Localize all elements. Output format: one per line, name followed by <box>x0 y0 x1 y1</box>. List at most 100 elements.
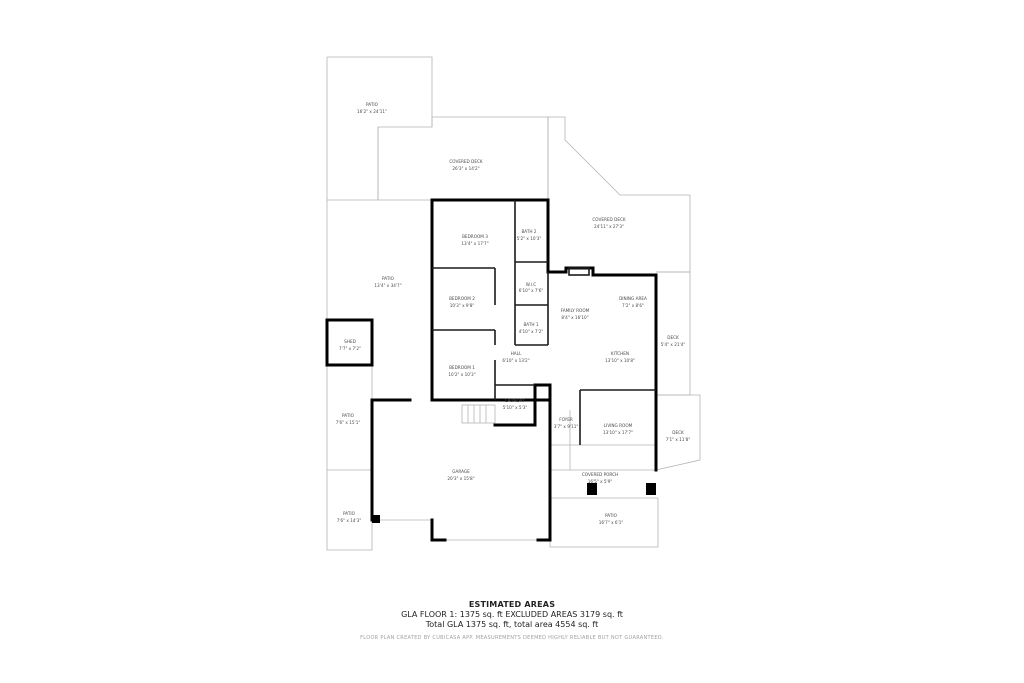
room-name-bath1: BATH 1 <box>523 322 538 327</box>
room-dims-covered-porch: 16'5" x 5'9" <box>588 479 613 484</box>
room-dims-foyer: 3'7" x 9'11" <box>554 424 579 429</box>
svg-text:BEDROOM 3: BEDROOM 3 <box>462 234 488 239</box>
svg-text:16'5" x 5'9": 16'5" x 5'9" <box>588 479 613 484</box>
svg-text:16'2" x 24'11": 16'2" x 24'11" <box>357 109 387 114</box>
room-name-covered-deck-top: COVERED DECK <box>449 159 483 164</box>
svg-text:10'2" x 10'3": 10'2" x 10'3" <box>448 372 475 377</box>
svg-text:DECK: DECK <box>667 335 679 340</box>
svg-text:7'1" x 11'8": 7'1" x 11'8" <box>666 437 691 442</box>
room-dims-patio-mid: 7'6" x 15'1" <box>336 420 361 425</box>
svg-text:PATIO: PATIO <box>382 276 395 281</box>
room-name-laundry: LAUNDRY <box>505 398 525 403</box>
svg-text:COVERED PORCH: COVERED PORCH <box>582 472 618 477</box>
svg-text:COVERED DECK: COVERED DECK <box>449 159 483 164</box>
room-dims-family-room: 8'4" x 16'10" <box>561 315 588 320</box>
svg-text:HALL: HALL <box>511 351 522 356</box>
svg-text:LIVING ROOM: LIVING ROOM <box>604 423 633 428</box>
room-dims-covered-deck-top: 26'3" x 14'2" <box>452 166 479 171</box>
room-dims-covered-deck-right: 24'11" x 27'3" <box>594 224 624 229</box>
room-dims-bedroom1: 10'2" x 10'3" <box>448 372 475 377</box>
svg-text:PATIO: PATIO <box>342 413 355 418</box>
svg-text:16'7" x 6'1": 16'7" x 6'1" <box>599 520 624 525</box>
svg-text:4'10" x 7'2": 4'10" x 7'2" <box>519 329 544 334</box>
svg-text:GARAGE: GARAGE <box>452 469 470 474</box>
room-name-bath2: BATH 2 <box>521 229 536 234</box>
svg-text:3'7" x 9'11": 3'7" x 9'11" <box>554 424 579 429</box>
floor-plan: PATIO 16'2" x 24'11" COVERED DECK 26'3" … <box>325 56 701 551</box>
interior-walls <box>432 200 656 445</box>
svg-text:6'10" x 7'6": 6'10" x 7'6" <box>519 288 544 293</box>
room-dims-wic: 6'10" x 7'6" <box>519 288 544 293</box>
svg-text:13'10" x 17'7": 13'10" x 17'7" <box>603 430 633 435</box>
room-name-family-room: FAMILY ROOM <box>561 308 590 313</box>
room-dims-garage: 20'3" x 15'8" <box>447 476 474 481</box>
room-dims-kitchen: 13'10" x 10'8" <box>605 358 635 363</box>
svg-text:8'4" x 16'10": 8'4" x 16'10" <box>561 315 588 320</box>
room-dims-bath1: 4'10" x 7'2" <box>519 329 544 334</box>
svg-text:PATIO: PATIO <box>366 102 379 107</box>
room-dims-living-room: 13'10" x 17'7" <box>603 430 633 435</box>
svg-text:BEDROOM 2: BEDROOM 2 <box>449 296 475 301</box>
gla-floor-summary: GLA FLOOR 1: 1375 sq. ft EXCLUDED AREAS … <box>401 610 623 619</box>
svg-text:FOYER: FOYER <box>559 417 573 422</box>
svg-text:PATIO: PATIO <box>343 511 356 516</box>
svg-text:13'10" x 10'8": 13'10" x 10'8" <box>605 358 635 363</box>
svg-text:7'6" x 14'3": 7'6" x 14'3" <box>337 518 362 523</box>
svg-text:BATH 1: BATH 1 <box>523 322 538 327</box>
room-name-garage: GARAGE <box>452 469 470 474</box>
svg-text:W.I.C: W.I.C <box>526 282 537 287</box>
room-name-kitchen: KITCHEN <box>611 351 629 356</box>
room-name-bedroom3: BEDROOM 3 <box>462 234 488 239</box>
svg-text:5'10" x 5'3": 5'10" x 5'3" <box>503 405 528 410</box>
room-dims-dining-area: 7'2" x 8'6" <box>622 303 644 308</box>
exterior-outlines <box>326 56 701 551</box>
room-name-shed: SHED <box>344 339 356 344</box>
room-name-patio-left: PATIO <box>382 276 395 281</box>
room-name-hall: HALL <box>511 351 522 356</box>
svg-text:LAUNDRY: LAUNDRY <box>505 398 525 403</box>
exterior-walls <box>325 198 658 542</box>
svg-text:26'3" x 14'2": 26'3" x 14'2" <box>452 166 479 171</box>
svg-text:20'3" x 15'8": 20'3" x 15'8" <box>447 476 474 481</box>
room-name-patio-top: PATIO <box>366 102 379 107</box>
room-name-living-room: LIVING ROOM <box>604 423 633 428</box>
room-dims-bedroom3: 13'4" x 17'7" <box>461 241 488 246</box>
room-dims-deck-small: 7'1" x 11'8" <box>666 437 691 442</box>
room-name-wic: W.I.C <box>526 282 537 287</box>
svg-text:BEDROOM 1: BEDROOM 1 <box>449 365 475 370</box>
room-dims-bedroom2: 10'3" x 9'8" <box>450 303 475 308</box>
svg-text:DINING AREA: DINING AREA <box>619 296 647 301</box>
room-name-covered-porch: COVERED PORCH <box>582 472 618 477</box>
room-dims-patio-top: 16'2" x 24'11" <box>357 109 387 114</box>
svg-text:24'11" x 27'3": 24'11" x 27'3" <box>594 224 624 229</box>
svg-text:COVERED DECK: COVERED DECK <box>592 217 626 222</box>
room-name-patio-bottom-left: PATIO <box>343 511 356 516</box>
room-name-foyer: FOYER <box>559 417 573 422</box>
svg-text:6'10" x 13'2": 6'10" x 13'2" <box>502 358 529 363</box>
svg-text:DECK: DECK <box>672 430 684 435</box>
room-name-bedroom1: BEDROOM 1 <box>449 365 475 370</box>
room-dims-patio-left: 13'4" x 34'7" <box>374 283 401 288</box>
svg-text:BATH 2: BATH 2 <box>521 229 536 234</box>
room-name-patio-bottom-right: PATIO <box>605 513 618 518</box>
svg-text:FAMILY ROOM: FAMILY ROOM <box>561 308 590 313</box>
room-name-dining-area: DINING AREA <box>619 296 647 301</box>
room-dims-shed: 7'7" x 7'2" <box>339 346 361 351</box>
svg-text:7'6" x 15'1": 7'6" x 15'1" <box>336 420 361 425</box>
svg-text:KITCHEN: KITCHEN <box>611 351 629 356</box>
total-area-summary: Total GLA 1375 sq. ft, total area 4554 s… <box>425 620 599 629</box>
room-dims-patio-bottom-right: 16'7" x 6'1" <box>599 520 624 525</box>
svg-text:SHED: SHED <box>344 339 356 344</box>
room-dims-hall: 6'10" x 13'2" <box>502 358 529 363</box>
svg-text:10'3" x 9'8": 10'3" x 9'8" <box>450 303 475 308</box>
columns <box>372 483 656 523</box>
room-name-deck-small: DECK <box>672 430 684 435</box>
room-dims-bath2: 5'2" x 10'3" <box>517 236 542 241</box>
room-name-bedroom2: BEDROOM 2 <box>449 296 475 301</box>
room-dims-laundry: 5'10" x 5'3" <box>503 405 528 410</box>
room-name-patio-mid: PATIO <box>342 413 355 418</box>
svg-text:5'2" x 10'3": 5'2" x 10'3" <box>517 236 542 241</box>
svg-text:PATIO: PATIO <box>605 513 618 518</box>
svg-text:13'4" x 17'7": 13'4" x 17'7" <box>461 241 488 246</box>
room-name-deck-right: DECK <box>667 335 679 340</box>
